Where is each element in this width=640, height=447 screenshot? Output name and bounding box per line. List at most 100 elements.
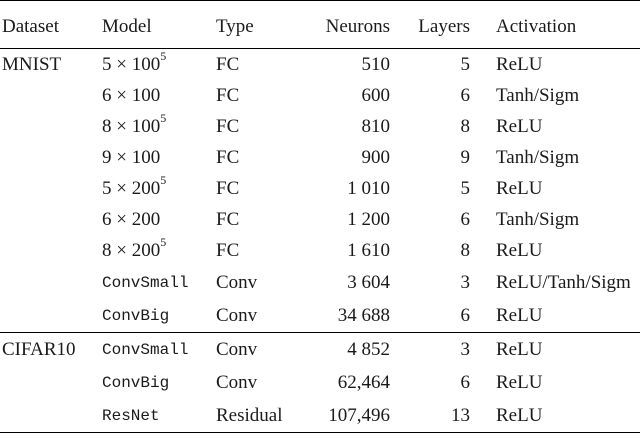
neurons-cell: 600 <box>361 85 391 106</box>
footnote-marker: 5 <box>160 110 167 125</box>
model-name: 5 × 200 <box>102 178 161 199</box>
model-cell: ConvBig <box>100 366 216 399</box>
type-cell: FC <box>216 85 240 106</box>
model-name: ConvSmall <box>102 341 189 359</box>
layers-cell: 8 <box>460 116 471 137</box>
neurons-cell: 1 010 <box>347 178 390 199</box>
activation-cell: ReLU <box>496 240 543 261</box>
header-row: Dataset Model Type Neurons Layers Activa… <box>0 0 640 49</box>
neurons-cell: 3 604 <box>347 272 390 293</box>
dataset-cell <box>0 80 100 111</box>
dataset-cell <box>0 173 100 204</box>
dataset-cell: CIFAR10 <box>2 339 76 360</box>
activation-cell: ReLU <box>496 339 543 360</box>
type-cell: Conv <box>216 339 258 360</box>
type-cell: FC <box>216 240 240 261</box>
activation-cell: ReLU <box>496 305 543 326</box>
dataset-cell <box>0 266 100 299</box>
type-cell: FC <box>216 209 240 230</box>
model-cell: 8 × 1005 <box>100 111 216 142</box>
table-row: ConvBig Conv 34 688 6 ReLU <box>0 299 640 333</box>
model-cell: ConvSmall <box>100 333 216 367</box>
layers-cell: 3 <box>460 339 471 360</box>
layers-cell: 13 <box>451 405 470 426</box>
type-cell: FC <box>216 54 240 75</box>
table-row: CIFAR10 ConvSmall Conv 4 852 3 ReLU <box>0 332 640 367</box>
dataset-cell <box>0 111 100 142</box>
activation-cell: ReLU <box>496 178 543 199</box>
header-layers: Layers <box>418 16 470 37</box>
layers-cell: 6 <box>460 305 471 326</box>
header-model: Model <box>102 16 152 37</box>
type-cell: Conv <box>216 272 258 293</box>
activation-cell: Tanh/Sigm <box>496 85 580 106</box>
type-cell: Conv <box>216 305 258 326</box>
type-cell: Conv <box>216 372 258 393</box>
neurons-cell: 1 610 <box>347 240 390 261</box>
layers-cell: 6 <box>460 85 471 106</box>
header-type: Type <box>216 16 254 37</box>
activation-cell: ReLU <box>496 116 543 137</box>
type-cell: FC <box>216 116 240 137</box>
model-name: 9 × 100 <box>102 147 161 168</box>
model-name: 8 × 100 <box>102 116 161 137</box>
header-activation: Activation <box>496 16 577 37</box>
type-cell: FC <box>216 147 240 168</box>
model-cell: ConvSmall <box>100 266 216 299</box>
neurons-cell: 34 688 <box>337 305 390 326</box>
neurons-cell: 810 <box>361 116 391 137</box>
model-cell: ConvBig <box>100 299 216 333</box>
model-name: ResNet <box>102 407 160 425</box>
neurons-cell: 107,496 <box>328 405 390 426</box>
model-name: 8 × 200 <box>102 240 161 261</box>
type-cell: Residual <box>216 405 283 426</box>
layers-cell: 5 <box>460 54 471 75</box>
activation-cell: Tanh/Sigm <box>496 147 580 168</box>
model-name: ConvBig <box>102 307 170 325</box>
model-cell: 5 × 1005 <box>100 49 216 81</box>
activation-cell: ReLU <box>496 372 543 393</box>
table-row: 9 × 100 FC 900 9 Tanh/Sigm <box>0 142 640 173</box>
neurons-cell: 510 <box>361 54 391 75</box>
activation-cell: ReLU <box>496 54 543 75</box>
header-dataset: Dataset <box>2 16 59 37</box>
footnote-marker: 5 <box>160 234 167 249</box>
layers-cell: 9 <box>460 147 471 168</box>
model-cell: 5 × 2005 <box>100 173 216 204</box>
neurons-cell: 900 <box>361 147 391 168</box>
model-name: 6 × 200 <box>102 209 161 230</box>
dataset-cell <box>0 299 100 333</box>
model-name: ConvSmall <box>102 274 189 292</box>
header-neurons: Neurons <box>325 16 390 37</box>
model-cell: 8 × 2005 <box>100 235 216 266</box>
footnote-marker: 5 <box>160 48 167 63</box>
model-cell: 6 × 200 <box>100 204 216 235</box>
dataset-cell <box>0 366 100 399</box>
neurons-cell: 62,464 <box>337 372 390 393</box>
activation-cell: ReLU/Tanh/Sigm <box>496 272 631 293</box>
dataset-cell <box>0 204 100 235</box>
dataset-cell <box>0 235 100 266</box>
model-cell: 6 × 100 <box>100 80 216 111</box>
dataset-cell <box>0 142 100 173</box>
dataset-cell: MNIST <box>2 54 62 75</box>
neurons-cell: 1 200 <box>347 209 390 230</box>
networks-table: Dataset Model Type Neurons Layers Activa… <box>0 0 640 433</box>
layers-cell: 8 <box>460 240 471 261</box>
type-cell: FC <box>216 178 240 199</box>
layers-cell: 5 <box>460 178 471 199</box>
activation-cell: Tanh/Sigm <box>496 209 580 230</box>
footnote-marker: 5 <box>160 172 167 187</box>
neurons-cell: 4 852 <box>347 339 390 360</box>
layers-cell: 6 <box>460 372 471 393</box>
